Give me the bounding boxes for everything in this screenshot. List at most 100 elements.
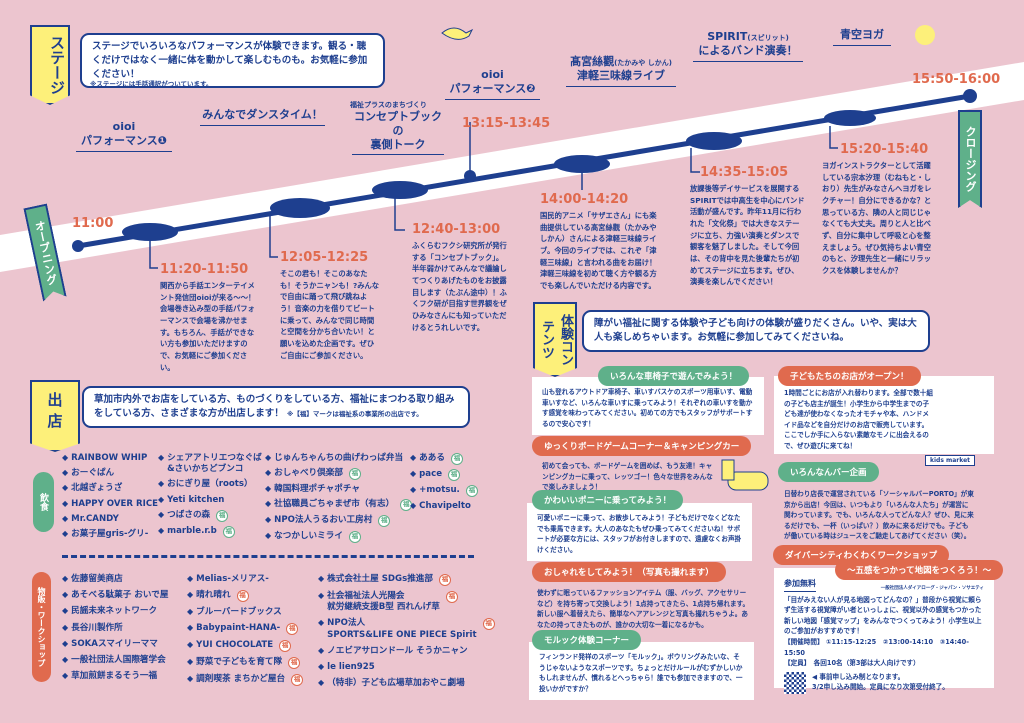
stage-note: ※ステージには手話通訳がついています。	[90, 80, 213, 88]
shop-item: ◆北越ぎょうざ	[62, 483, 158, 494]
diamond-icon: ◆	[62, 574, 69, 583]
shop-item: ◆お菓子屋gris-グリ-	[62, 529, 158, 540]
shop-item: ◆SOKAスマイリーママ	[62, 639, 168, 650]
event-time: 14:00-14:20	[540, 192, 629, 207]
title-sub: 津軽三味線ライブ	[577, 68, 665, 82]
shop-name: 株式会社土屋 SDGs推進部	[327, 574, 433, 584]
shop-name: じゅんちゃんちの曲げわっぱ弁当	[274, 453, 404, 463]
sun-icon	[915, 25, 935, 45]
registration-note: 事前申し込み制となります。	[819, 672, 905, 681]
shop-name: YUI CHOCOLATE	[196, 640, 274, 651]
diamond-icon: ◆	[62, 622, 69, 632]
timeline-line	[77, 93, 971, 249]
shop-item: ◆HAPPY OVER RICE	[62, 499, 158, 510]
experience-description: 障がい福祉に関する体験や子ども向けの体験が盛りだくさん。いや、実は大人も楽しめち…	[582, 310, 930, 352]
shop-name: le lien925	[327, 661, 375, 672]
stage-spot	[122, 223, 178, 241]
experience-title: ゆっくりボードゲームコーナー＆キャンピングカー	[532, 436, 752, 456]
diamond-icon: ◆	[265, 499, 272, 509]
shop-name: 一般社団法人国際箸学会	[71, 654, 166, 665]
shop-item: ◆Melias-メリアス-	[187, 574, 303, 585]
workshop-subtitle: ～五感をつかって地図をつくろう！～	[835, 560, 1004, 580]
welfare-badge: 福	[438, 574, 451, 586]
event-subtitle: 福祉プラスのまちづくり	[350, 101, 427, 109]
shop-name: Yeti kitchen	[167, 494, 225, 505]
shop-name: 社協職員ごちゃまぜ市（有志）	[274, 499, 395, 510]
time-label: 【開催時間】	[784, 637, 824, 646]
welfare-badge: 福	[448, 469, 461, 481]
shop-name: RAINBOW WHIP	[71, 453, 148, 463]
free-label: 参加無料	[784, 578, 816, 592]
goods-label: 物販・ワークショップ	[32, 572, 51, 682]
experience-text: 初めて会っても、ボードゲームを囲めば、もう友達！キャンピングカーに乗って、レッツ…	[542, 462, 713, 492]
diamond-icon: ◆	[62, 590, 69, 600]
diamond-icon: ◆	[318, 591, 325, 600]
shop-name: marble.r.b	[167, 525, 217, 536]
diamond-icon: ◆	[62, 468, 69, 478]
goods-column: ◆Melias-メリアス-◆晴れ晴れ福◆ブルーバードブックス◆Babypaint…	[187, 574, 304, 691]
shop-name: シェアアトリエつなぐば &さいかちどブンコ	[167, 453, 262, 475]
shop-item: ◆調剤喫茶 まちかど屋台福	[187, 674, 304, 687]
welfare-badge: 福	[279, 640, 292, 653]
diamond-icon: ◆	[318, 574, 325, 583]
shop-item: ◆marble.r.b 福	[158, 525, 262, 538]
shop-name: 晴れ晴れ	[196, 590, 231, 601]
registration-note: 3/2申し込み開始。定員になり次第受付終了。	[812, 683, 949, 692]
event-text: 国民的アニメ「サザエさん」にも楽曲提供している髙宮絲觀（たかみやしかん）さんによ…	[540, 211, 657, 291]
experience-text: 山も登れるアウトドア車椅子、車いすバスケのスポーツ用車いす、電動車いすなど、いろ…	[532, 377, 764, 436]
shops-flag: 出店	[30, 380, 80, 452]
event-time: 13:15-13:45	[462, 116, 551, 131]
stage-flag: ステージ	[30, 25, 70, 105]
welfare-badge: 福	[222, 525, 235, 538]
opening-time: 11:00	[72, 216, 114, 231]
shop-name: あある	[419, 453, 445, 463]
shops-description: 草加市内外でお店をしている方、ものづくりをしている方、福祉にまつわる取り組みをし…	[82, 386, 470, 428]
diamond-icon: ◆	[410, 501, 417, 510]
workshop-times: ①11:15-12:25 ②13:00-14:10 ③14:40-15:50	[784, 637, 969, 657]
title-ruby: (スピリット)	[747, 34, 789, 42]
food-column: ◆RAINBOW WHIP◆おーぐぱん◆北越ぎょうざ◆HAPPY OVER RI…	[62, 453, 158, 544]
shop-item: ◆草加煎餅まるそう一福	[62, 671, 168, 682]
shop-name: +motsu.	[419, 485, 460, 495]
shop-item: ◆RAINBOW WHIP	[62, 453, 158, 464]
goods-column: ◆佐藤留美商店◆あそべる駄菓子 おいで屋◆民謡未来ネットワーク◆長谷川製作所◆S…	[62, 574, 168, 687]
workshop-box: 参加無料一般社団法人ダイアローグ・ジャパン・ソサエティ 「目がみえない人が見る地…	[774, 568, 994, 694]
shop-item: ◆ブルーバードブックス	[187, 607, 303, 618]
shop-name: ブルーバードブックス	[196, 607, 282, 618]
welfare-badge: 福	[482, 618, 495, 631]
diamond-icon: ◆	[158, 525, 165, 535]
timeline-start-dot	[72, 240, 84, 252]
shop-item: ◆つばさの森福	[158, 509, 262, 522]
closing-time: 15:50-16:00	[912, 72, 1001, 87]
welfare-badge: 福	[348, 531, 361, 544]
workshop-text: 「目がみえない人が見る地図ってどんなの？」普段から視覚に頼らず生活する視覚障がい…	[784, 595, 982, 636]
timeline-end-dot	[963, 89, 977, 103]
shop-item: ◆野菜で子どもを育て隊福	[187, 657, 303, 670]
shop-name: つばさの森	[167, 509, 211, 520]
shop-name: HAPPY OVER RICE	[71, 498, 159, 509]
event-text: ヨガインストラクターとして活躍している宗本汐理（むねもと・しおり）先生がみなさん…	[822, 161, 932, 276]
experience-text: 日替わり店長で運営されている「ソーシャルバーPORTO」が東京から出店！今回は、…	[784, 490, 974, 541]
diamond-icon: ◆	[62, 453, 69, 462]
diamond-icon: ◆	[265, 468, 272, 478]
experience-text: フィンランド発祥のスポーツ「モルック」。ボウリングみたいな、そうじゃないようなス…	[529, 642, 754, 701]
experience-title: いろんなんバー企画	[778, 462, 879, 482]
diamond-icon: ◆	[62, 498, 69, 508]
diamond-icon: ◆	[158, 494, 165, 504]
welfare-badge: 福	[348, 468, 361, 481]
stage-spot	[686, 132, 742, 150]
qr-code[interactable]	[784, 671, 806, 694]
experience-flag: 体験コンテンツ	[533, 302, 577, 377]
shop-item: ◆シェアアトリエつなぐば &さいかちどブンコ	[158, 453, 262, 475]
timeline-band	[0, 62, 1024, 272]
stage-spot	[824, 110, 876, 126]
diamond-icon: ◆	[318, 661, 325, 671]
shop-item: ◆長谷川製作所	[62, 623, 168, 634]
closing-flag: クロージング	[958, 110, 982, 208]
shop-name: おにぎり屋（roots）	[167, 479, 253, 490]
shop-name: あそべる駄菓子 おいで屋	[71, 590, 169, 601]
diamond-icon: ◆	[265, 531, 272, 541]
